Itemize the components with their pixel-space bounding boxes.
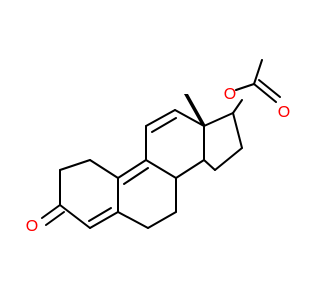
- bond-c3-o: [41, 204, 61, 219]
- methyl-wedge-bond: [184, 94, 206, 126]
- bond-c2-c1: [59, 159, 91, 171]
- bond-c13-c17: [203, 112, 234, 127]
- bond-c10-c9-double: [123, 167, 149, 185]
- bond-c11-c12-double: [151, 117, 177, 133]
- bond-acyl-o: [253, 83, 277, 103]
- bond-c11-c12: [145, 109, 176, 127]
- bond-o-acyl: [235, 83, 255, 91]
- bond-c16-c15: [214, 147, 243, 171]
- bond-c5-c4-double: [88, 207, 112, 222]
- carbonyl-oxygen-label: O: [26, 218, 38, 235]
- bond-acyl-o-double: [258, 79, 281, 98]
- bond-c5-c4: [89, 211, 119, 229]
- bond-c3-o-double: [45, 211, 65, 226]
- bond-c1-c10: [89, 159, 119, 179]
- bonds: [41, 59, 281, 229]
- acetyl-oxygen-label: O: [278, 104, 290, 121]
- bond-c10-c9: [117, 159, 147, 179]
- ester-oxygen-label: O: [224, 86, 236, 103]
- bond-c15-c14: [203, 159, 216, 171]
- bond-c4-c3: [59, 204, 91, 229]
- bond-c17-o: [232, 99, 243, 114]
- bond-c7-c6: [147, 211, 177, 229]
- structure-diagram: O O O: [26, 59, 290, 235]
- bond-c9-c8: [145, 159, 177, 179]
- molecule-svg: O O O: [26, 59, 290, 235]
- bond-c14-c8: [175, 159, 205, 179]
- bond-acyl-methyl: [253, 59, 263, 85]
- bond-c12-c13: [174, 109, 205, 127]
- bond-c6-c5: [117, 211, 149, 229]
- bond-c17-c16: [232, 112, 243, 149]
